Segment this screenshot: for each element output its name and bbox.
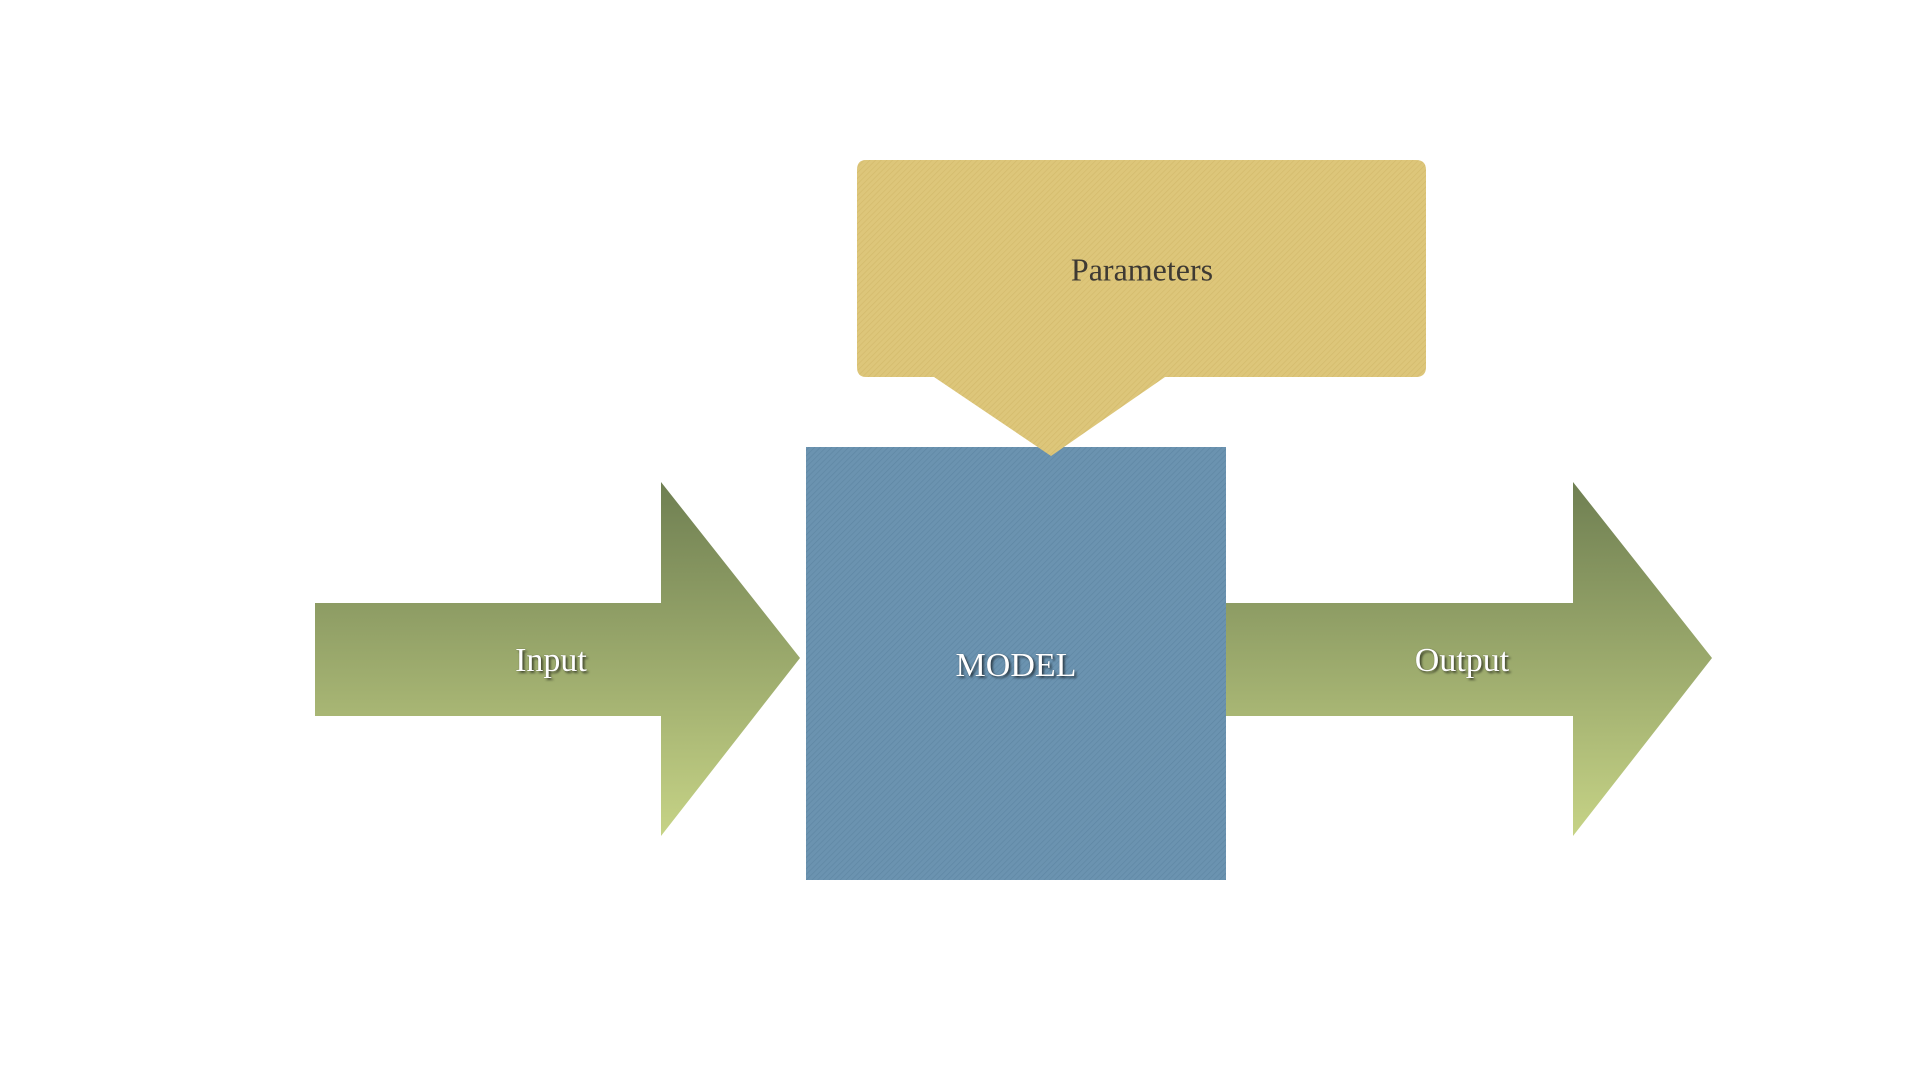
input-arrow (315, 482, 800, 836)
model-box (806, 447, 1226, 880)
output-arrow (1226, 482, 1712, 836)
output-label: Output (1414, 642, 1510, 679)
parameters-label: Parameters (1070, 251, 1214, 288)
model-label: MODEL (955, 647, 1077, 684)
input-label: Input (515, 642, 587, 679)
parameters-callout (857, 160, 1426, 456)
